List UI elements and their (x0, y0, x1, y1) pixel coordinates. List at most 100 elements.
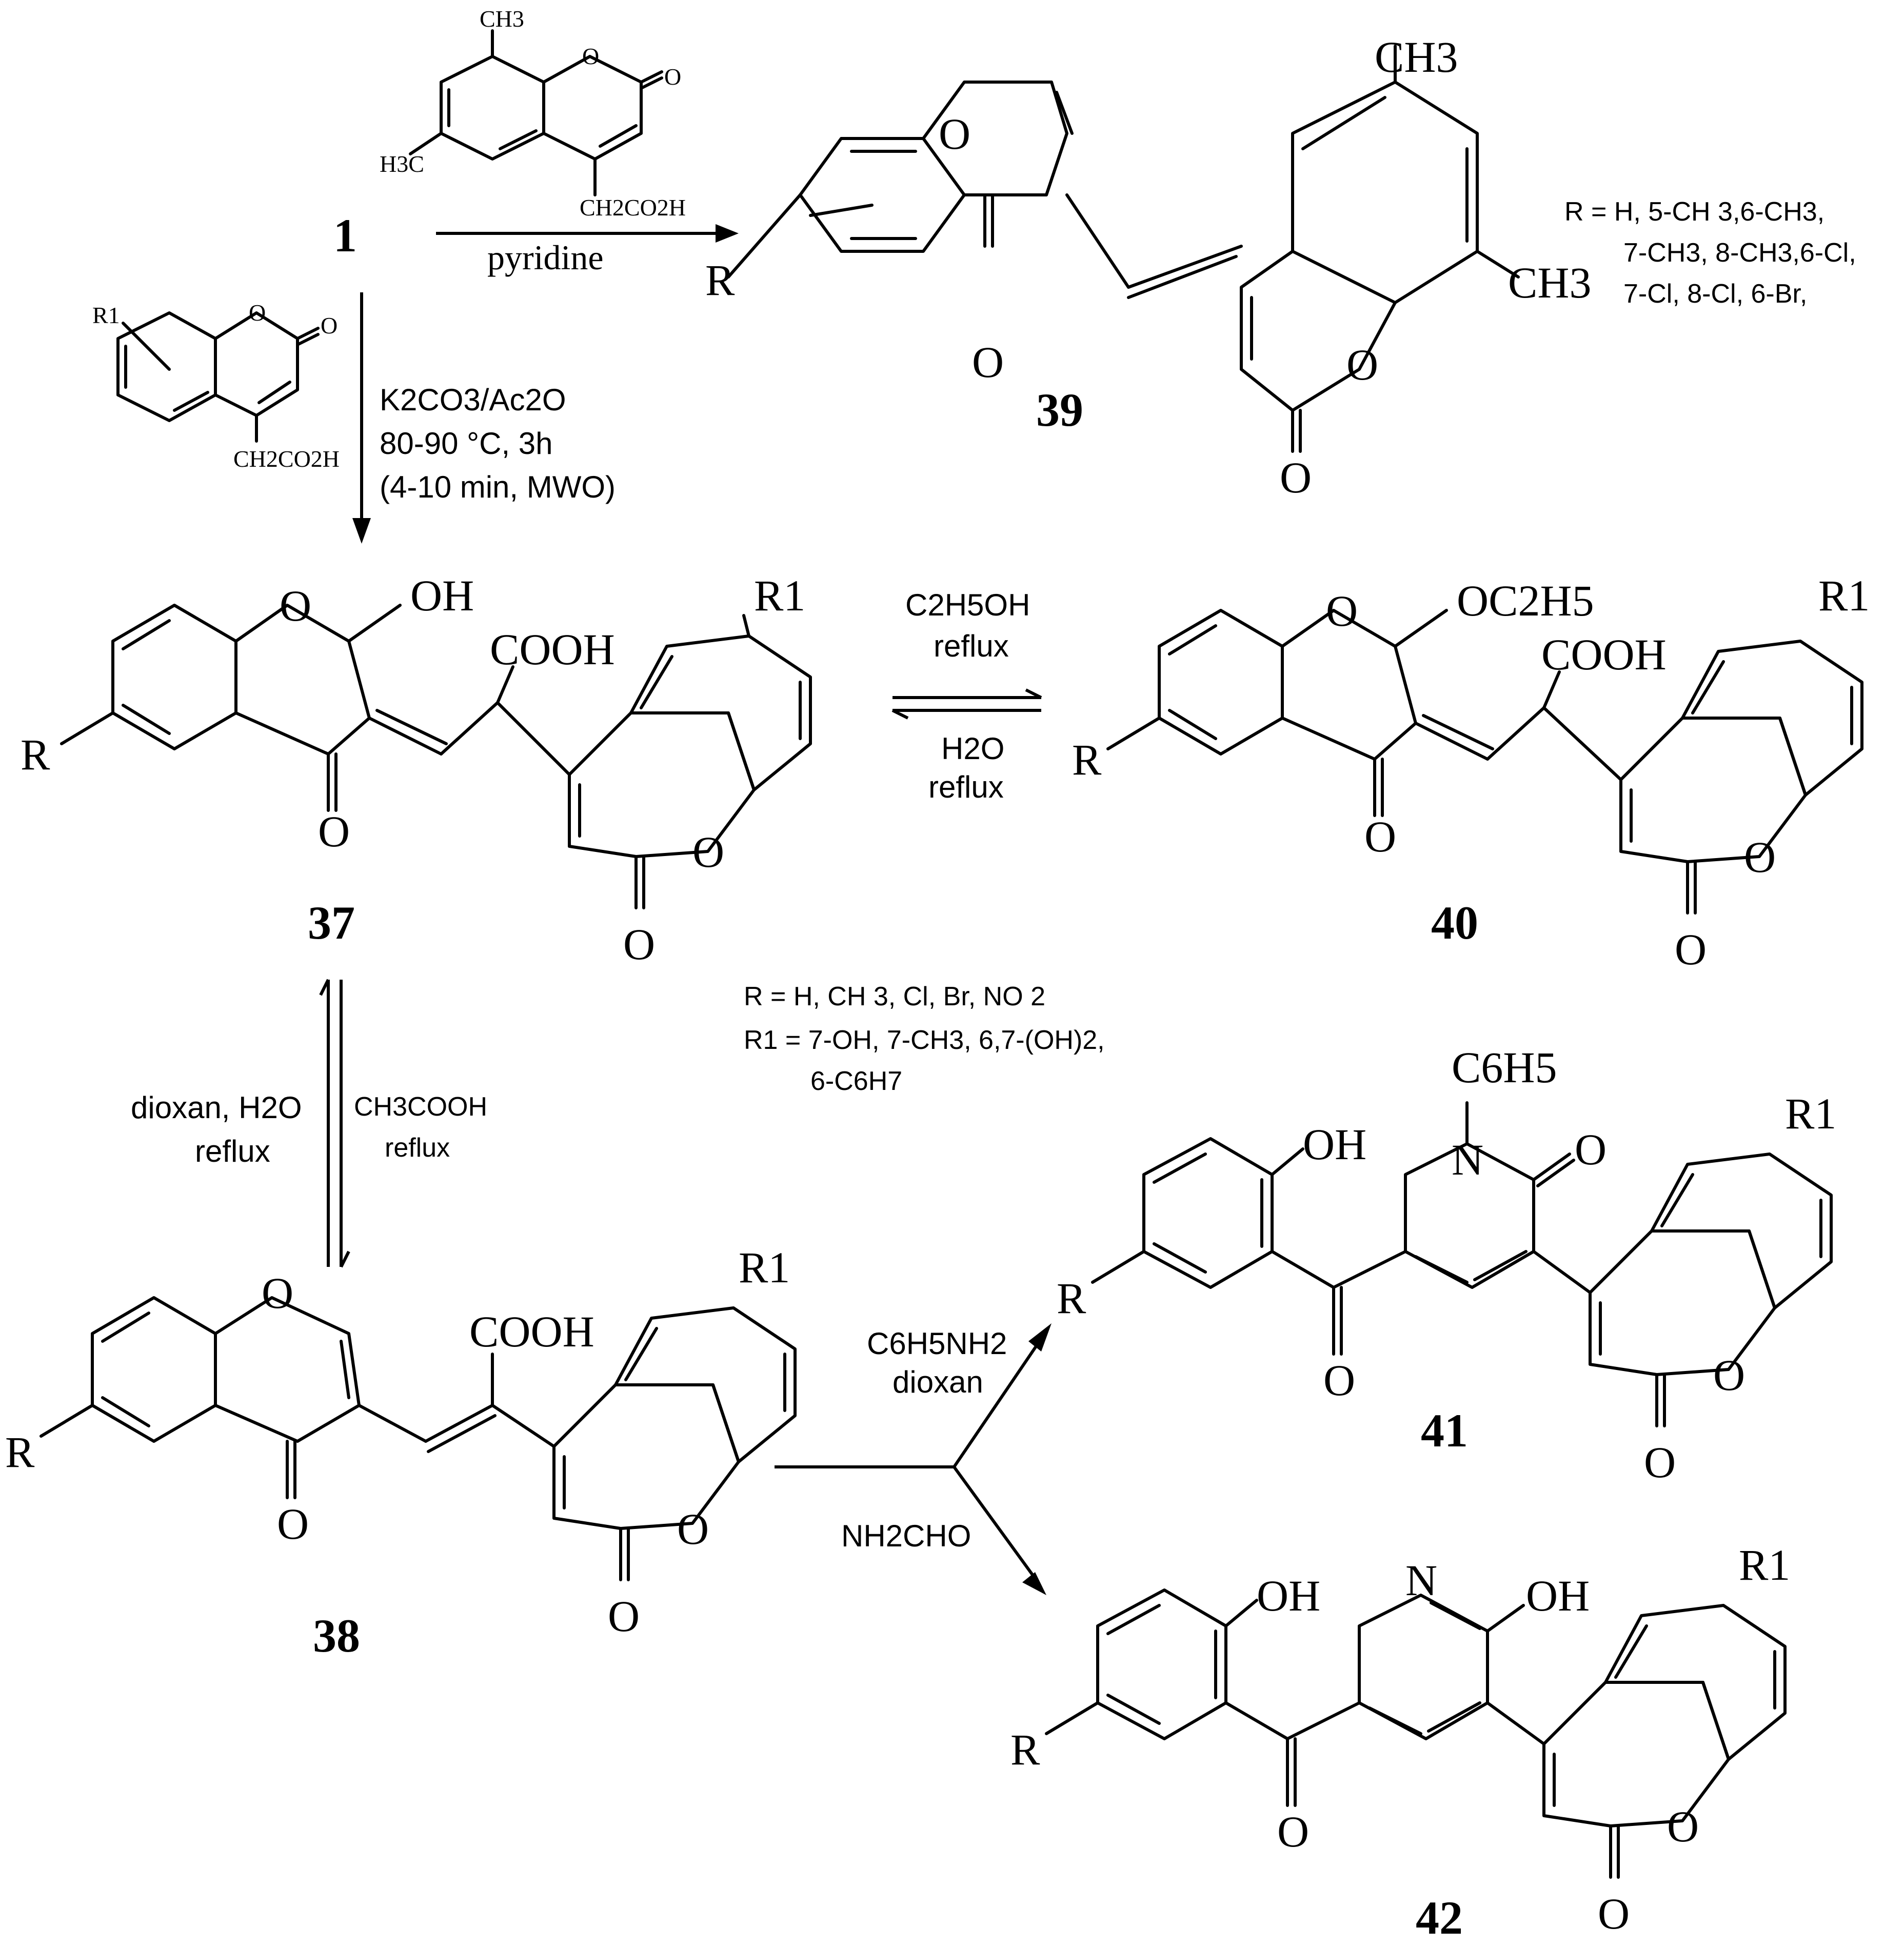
c40-carbonyl-oxygen: O (1675, 925, 1707, 974)
c42-r1-label: R1 (1739, 1540, 1790, 1590)
compound-42-label: 42 (1416, 1892, 1463, 1944)
ring-oxygen-label: O (582, 43, 599, 69)
c39-ring-oxygen: O (939, 109, 970, 158)
c38-r1-label: R1 (739, 1243, 790, 1292)
c37-carboxyl: COOH (490, 625, 615, 674)
ethanol-condition: C2H5OH (905, 588, 1030, 622)
compound-41-structure (1091, 1101, 1833, 1427)
c40-carboxyl: COOH (1541, 630, 1667, 679)
c39-r-list-line3: 7-Cl, 8-Cl, 6-Br, (1623, 279, 1807, 309)
c38-carbonyl-oxygen: O (608, 1592, 640, 1641)
compound-38-label: 38 (313, 1610, 360, 1662)
reagent-acetic-acid-label: CH2CO2H (233, 446, 340, 472)
c39-lactone-oxygen: O (1346, 340, 1378, 389)
r1-general-list-line1: R1 = 7-OH, 7-CH3, 6,7-(OH)2, (744, 1025, 1105, 1055)
aniline-condition: C6H5NH2 (867, 1326, 1007, 1361)
c41-r1-label: R1 (1785, 1089, 1836, 1138)
c37-hydroxyl: OH (410, 571, 474, 620)
r-general-list: R = H, CH 3, Cl, Br, NO 2 (744, 982, 1045, 1011)
compound-40-structure (1106, 609, 1863, 915)
c41-lactone-oxygen: O (1713, 1350, 1745, 1400)
k2co3-condition: K2CO3/Ac2O (380, 383, 566, 417)
arrow-to-41-head (1028, 1323, 1052, 1352)
compound-37-structure (60, 604, 812, 909)
compound-38-structure (39, 1296, 797, 1581)
c39-r-list-line2: 7-CH3, 8-CH3,6-Cl, (1623, 238, 1856, 268)
formamide-condition: NH2CHO (841, 1519, 971, 1553)
acetic-acid-condition: CH3COOH (354, 1092, 487, 1122)
arrow-1-to-37-head (352, 518, 371, 544)
c41-amide-oxygen: O (1575, 1125, 1607, 1174)
r1-coumarin-acetic-acid-structure (116, 311, 320, 443)
arrow-to-42-head (1022, 1572, 1046, 1595)
microwave-condition: (4-10 min, MWO) (380, 470, 616, 504)
c37-lactone-oxygen: O (692, 827, 724, 877)
c41-phenyl: C6H5 (1452, 1043, 1557, 1092)
temperature-condition: 80-90 °C, 3h (380, 426, 553, 461)
arrow-1-to-39-head (716, 224, 739, 243)
c40-r1-label: R1 (1818, 571, 1870, 620)
methyl-8-label: CH3 (480, 6, 524, 32)
arrow-to-41 (953, 1338, 1043, 1468)
compound-39-structure (727, 45, 1520, 453)
carbonyl-oxygen-label: O (664, 64, 681, 90)
c40-r-label: R (1072, 735, 1102, 784)
c37-carbonyl-oxygen: O (623, 920, 655, 969)
c39-carbonyl-oxygen: O (1280, 453, 1312, 502)
r1-general-list-line2: 6-C6H7 (810, 1066, 902, 1096)
c38-ketone-oxygen: O (277, 1499, 309, 1548)
dioxan-water-condition: dioxan, H2O (131, 1090, 302, 1125)
c40-ring-oxygen: O (1326, 586, 1358, 635)
c39-r-list-line1: R = H, 5-CH 3,6-CH3, (1564, 197, 1824, 227)
c41-carbonyl-oxygen: O (1644, 1438, 1676, 1487)
c38-carboxyl: COOH (469, 1307, 594, 1356)
c40-ethoxy: OC2H5 (1457, 576, 1594, 625)
c39-methyl-top: CH3 (1375, 32, 1458, 82)
dioxan-water-reflux: reflux (195, 1134, 270, 1168)
c42-carbonyl-oxygen: O (1598, 1889, 1630, 1938)
compound-37-label: 37 (308, 897, 355, 949)
c42-nitrogen: N (1405, 1556, 1437, 1605)
acetic-acid-label: CH2CO2H (580, 194, 686, 221)
c38-lactone-oxygen: O (677, 1504, 709, 1554)
c39-methyl-right: CH3 (1508, 258, 1591, 307)
acetic-acid-reflux: reflux (385, 1133, 450, 1163)
c39-ketone-oxygen: O (972, 337, 1004, 387)
reagent-carbonyl-oxygen: O (321, 312, 338, 339)
c42-hydroxyl-2: OH (1526, 1571, 1590, 1620)
eq-up-barb (340, 1250, 350, 1268)
compound-1-label: 1 (333, 209, 357, 262)
methyl-6-label: H3C (380, 151, 424, 177)
water-condition: H2O (941, 731, 1004, 766)
reagent-ring-oxygen: O (249, 300, 266, 326)
compound-41-label: 41 (1421, 1404, 1468, 1457)
reagent-r1-label: R1 (92, 302, 120, 328)
c42-r-label: R (1010, 1725, 1040, 1774)
c38-r-label: R (5, 1427, 35, 1477)
c39-r-label: R (705, 255, 735, 305)
ethanol-reflux: reflux (934, 629, 1009, 663)
arrow-to-42 (953, 1466, 1038, 1581)
compound-42-structure (1045, 1588, 1787, 1879)
c41-ketone-oxygen: O (1323, 1356, 1355, 1405)
eq-down-barb (319, 979, 330, 996)
water-reflux: reflux (928, 770, 1004, 804)
eq-forward-barb (1025, 688, 1042, 699)
c42-ketone-oxygen: O (1277, 1807, 1309, 1856)
c41-r-label: R (1057, 1274, 1086, 1323)
c41-nitrogen: N (1452, 1135, 1483, 1184)
c42-lactone-oxygen: O (1667, 1802, 1699, 1851)
c37-ring-oxygen: O (280, 581, 311, 630)
compound-40-label: 40 (1431, 897, 1478, 949)
c41-hydroxyl: OH (1303, 1120, 1366, 1169)
aniline-dioxan: dioxan (893, 1365, 983, 1399)
dimethylcoumarin-acetic-acid-structure (409, 29, 663, 196)
pyridine-label: pyridine (487, 238, 604, 277)
eq-back-barb (891, 709, 909, 720)
compound-39-label: 39 (1036, 384, 1083, 436)
c38-ring-oxygen: O (262, 1268, 293, 1318)
c37-r-label: R (21, 730, 50, 779)
c37-ketone-oxygen: O (318, 807, 350, 856)
c40-lactone-oxygen: O (1744, 832, 1776, 882)
